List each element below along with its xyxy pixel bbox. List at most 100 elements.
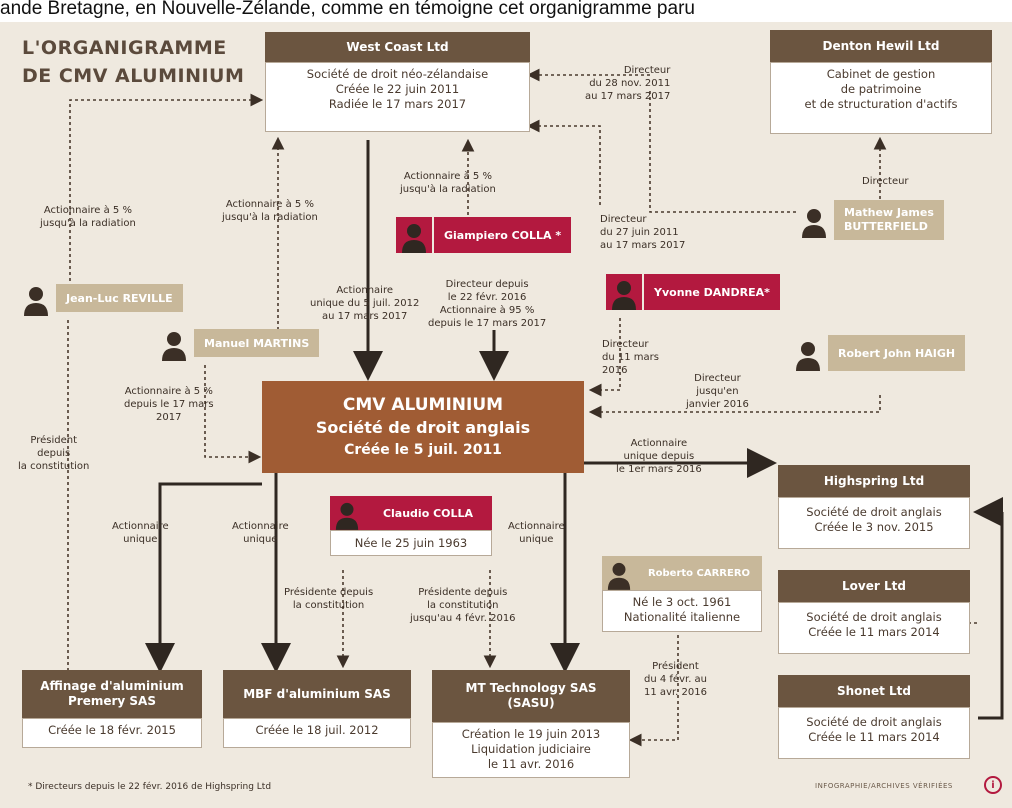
cmv-aluminium-box: CMV ALUMINIUM Société de droit anglais C… (262, 381, 584, 473)
label-line: Directeur (623, 65, 671, 76)
label-line: Actionnaire à 5 % (43, 205, 132, 216)
label-line: Présidente depuis (284, 587, 374, 598)
manuel-name-tag: Manuel MARTINS (194, 329, 320, 357)
person-silhouette-icon (790, 335, 826, 371)
label-line: Président (652, 661, 699, 672)
label-directeur-yvonne: Directeur du 11 mars 2016 (602, 338, 659, 377)
mathew-name-line2: BUTTERFIELD (844, 220, 928, 233)
person-manuel-martins: Manuel MARTINS (156, 325, 320, 361)
denton-line1: Cabinet de gestion (826, 67, 936, 81)
person-robert-john-haigh: Robert John HAIGH (790, 335, 966, 371)
label-actionnaire-unique-affinage: Actionnaire unique (112, 520, 169, 546)
jean-luc-name-tag: Jean-Luc REVILLE (56, 284, 183, 312)
label-line: au 17 mars 2017 (321, 311, 408, 322)
west-coast-line3: Radiée le 17 mars 2017 (328, 97, 467, 111)
person-silhouette-icon (396, 217, 432, 253)
mathew-name-tag: Mathew James BUTTERFIELD (834, 200, 944, 240)
mt-technology-box: MT Technology SAS (SASU) Création le 19 … (432, 670, 630, 778)
claudio-header: Claudio COLLA (330, 496, 492, 530)
shonet-line1: Société de droit anglais (806, 715, 942, 729)
west-coast-ltd-body: Société de droit néo-zélandaise Créée le… (265, 62, 530, 132)
person-mathew-butterfield: Mathew James BUTTERFIELD (796, 200, 944, 240)
label-line: Directeur (600, 214, 647, 225)
label-line: unique du 5 juil. 2012 (310, 298, 420, 309)
highspring-body: Société de droit anglais Créée le 3 nov.… (778, 497, 970, 549)
lover-ltd-header: Lover Ltd (778, 570, 970, 602)
label-line: depuis (37, 448, 71, 459)
label-actionnaire-unique-west: Actionnaire unique du 5 juil. 2012 au 17… (310, 284, 419, 323)
lover-line2: Créée le 11 mars 2014 (808, 625, 940, 639)
highspring-line2: Créée le 3 nov. 2015 (814, 520, 934, 534)
giampiero-name-tag: Giampiero COLLA * (434, 217, 572, 253)
label-president-roberto: Président du 4 févr. au 11 avr. 2016 (644, 660, 707, 699)
label-directeur-robert: Directeur jusqu'en janvier 2016 (686, 372, 749, 411)
person-jean-luc-reville: Jean-Luc REVILLE (18, 280, 183, 316)
person-silhouette-icon (156, 325, 192, 361)
label-line: Actionnaire (232, 521, 289, 532)
label-line: unique depuis (623, 451, 695, 462)
person-silhouette-icon (602, 556, 636, 590)
person-claudio-colla: Claudio COLLA Née le 25 juin 1963 (330, 496, 492, 556)
label-line: Actionnaire à 5 % (225, 199, 314, 210)
label-presidente-mt: Présidente depuis la constitution jusqu'… (410, 586, 516, 625)
roberto-name-tag: Roberto CARRERO (636, 556, 762, 590)
roberto-detail-line2: Nationalité italienne (623, 610, 741, 624)
label-line: au 17 mars 2017 (600, 240, 686, 251)
label-line: 2016 (602, 365, 628, 376)
diagram-title: L'ORGANIGRAMME DE CMV ALUMINIUM (22, 34, 244, 90)
highspring-header: Highspring Ltd (778, 465, 970, 497)
label-line: Directeur (694, 373, 741, 384)
person-silhouette-icon (330, 496, 364, 530)
roberto-detail: Né le 3 oct. 1961 Nationalité italienne (602, 590, 762, 632)
label-line: au 17 mars 2017 (585, 91, 671, 102)
mbf-box: MBF d'aluminium SAS Créée le 18 juil. 20… (223, 670, 411, 748)
label-line: Présidente depuis (418, 587, 508, 598)
label-directeur-depuis-22nov: Directeur depuis le 22 févr. 2016 Action… (428, 278, 546, 330)
person-silhouette-icon (18, 280, 54, 316)
denton-hewil-box: Denton Hewil Ltd Cabinet de gestion de p… (770, 30, 992, 134)
label-line: Actionnaire (508, 521, 565, 532)
label-actionnaire-unique-highspring: Actionnaire unique depuis le 1er mars 20… (616, 437, 702, 476)
denton-hewil-body: Cabinet de gestion de patrimoine et de s… (770, 62, 992, 134)
lover-ltd-box: Lover Ltd Société de droit anglais Créée… (778, 570, 970, 654)
label-line: Actionnaire (112, 521, 169, 532)
label-line: Actionnaire à 95 % (439, 305, 535, 316)
affinage-name-line1: Affinage d'aluminium (40, 679, 184, 693)
label-line: janvier 2016 (686, 399, 749, 410)
label-line: Président (30, 435, 78, 446)
label-line: 11 avr. 2016 (644, 687, 707, 698)
label-line: jusqu'en (696, 386, 739, 397)
affinage-name-line2: Premery SAS (68, 694, 156, 708)
label-actionnaire-unique-mt: Actionnaire unique (508, 520, 565, 546)
mbf-line1: Créée le 18 juil. 2012 (255, 723, 379, 737)
label-directeur-27juin: Directeur du 27 juin 2011 au 17 mars 201… (600, 213, 685, 252)
mt-tech-line2: Liquidation judiciaire (471, 742, 591, 756)
label-line: jusqu'à la radiation (40, 218, 136, 229)
shonet-ltd-body: Société de droit anglais Créée le 11 mar… (778, 707, 970, 759)
claudio-detail: Née le 25 juin 1963 (330, 530, 492, 556)
mt-tech-name-line1: MT Technology SAS (465, 681, 597, 695)
person-silhouette-icon (606, 274, 642, 310)
shonet-ltd-box: Shonet Ltd Société de droit anglais Créé… (778, 675, 970, 759)
label-line: le 22 févr. 2016 (447, 292, 527, 303)
label-line: Actionnaire (630, 438, 688, 449)
lover-ltd-body: Société de droit anglais Créée le 11 mar… (778, 602, 970, 654)
label-line: 2017 (156, 412, 182, 423)
label-line: du 28 nov. 2011 (589, 78, 671, 89)
label-line: la constitution (427, 600, 499, 611)
label-line: Directeur (862, 176, 909, 187)
label-directeur-denton: Directeur (862, 175, 909, 188)
mt-tech-line3: le 11 avr. 2016 (487, 757, 575, 771)
label-directeur-28nov: Directeur du 28 nov. 2011 au 17 mars 201… (585, 64, 670, 103)
label-line: jusqu'à la radiation (222, 212, 318, 223)
highspring-line1: Société de droit anglais (806, 505, 942, 519)
label-presidente-mbf: Présidente depuis la constitution (284, 586, 373, 612)
label-line: depuis le 17 mars 2017 (428, 318, 547, 329)
cmv-law: Société de droit anglais (315, 418, 531, 437)
west-coast-ltd-header: West Coast Ltd (265, 32, 530, 62)
label-line: le 1er mars 2016 (616, 464, 702, 475)
label-actionnaire-5-manuel: Actionnaire à 5 % jusqu'à la radiation (222, 198, 318, 224)
yvonne-name-tag: Yvonne DANDREA* (644, 274, 780, 310)
caption-text: ande Bretagne, en Nouvelle-Zélande, comm… (0, 0, 1012, 22)
label-line: jusqu'au 4 févr. 2016 (410, 613, 516, 624)
